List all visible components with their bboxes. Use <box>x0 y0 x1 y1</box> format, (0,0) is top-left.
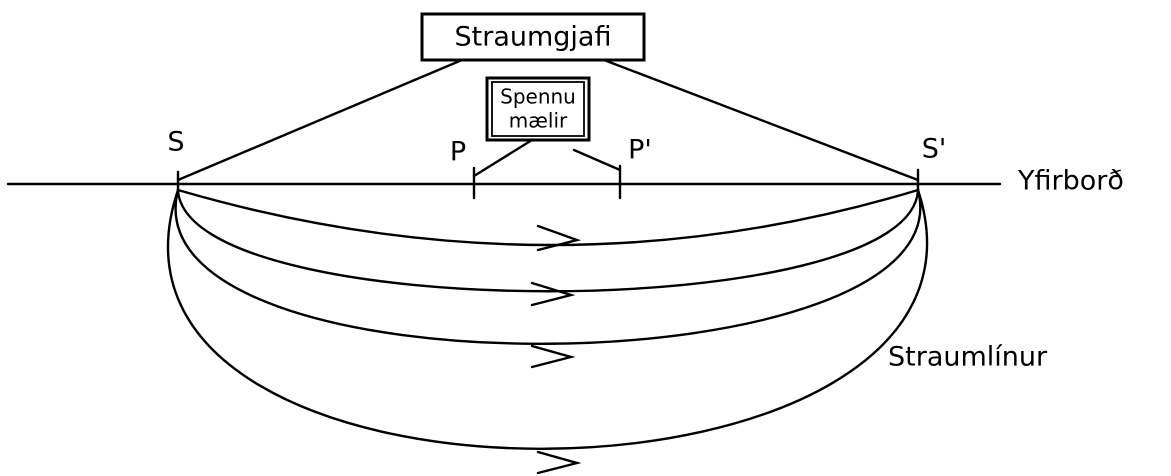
voltmeter-label-line1: Spennu <box>500 85 576 109</box>
voltmeter-label-line2: mælir <box>509 109 568 133</box>
electrode-p-prime-label: P' <box>628 135 652 166</box>
current-source: Straumgjafi <box>420 12 646 62</box>
surface-label: Yfirborð <box>1017 166 1124 197</box>
voltmeter: Spennu mælir <box>485 76 591 142</box>
current-arrow-4 <box>536 450 582 475</box>
current-flow-lines <box>167 188 929 475</box>
voltmeter-inner-box <box>491 81 585 137</box>
electrode-p-label: P <box>450 137 466 168</box>
current-arrow-3 <box>530 344 576 369</box>
electrode-s-label: S <box>167 127 184 158</box>
current-lines-label: Straumlínur <box>888 342 1048 373</box>
current-arrow-2 <box>530 281 576 307</box>
current-arrow-1 <box>536 224 582 252</box>
current-line-3 <box>174 188 922 345</box>
wire-voltmeter-to-p-prime <box>572 148 622 172</box>
voltmeter-box <box>485 76 591 142</box>
current-line-2 <box>176 188 920 293</box>
current-source-label: Straumgjafi <box>455 22 612 53</box>
wire-voltmeter-to-p <box>472 138 534 178</box>
current-line-1 <box>176 188 920 247</box>
electrode-s-prime-label: S' <box>922 134 947 165</box>
current-source-box <box>420 12 646 62</box>
wire-source-to-s <box>176 58 464 182</box>
current-line-4 <box>167 188 929 450</box>
wire-source-to-s-prime <box>602 58 920 182</box>
